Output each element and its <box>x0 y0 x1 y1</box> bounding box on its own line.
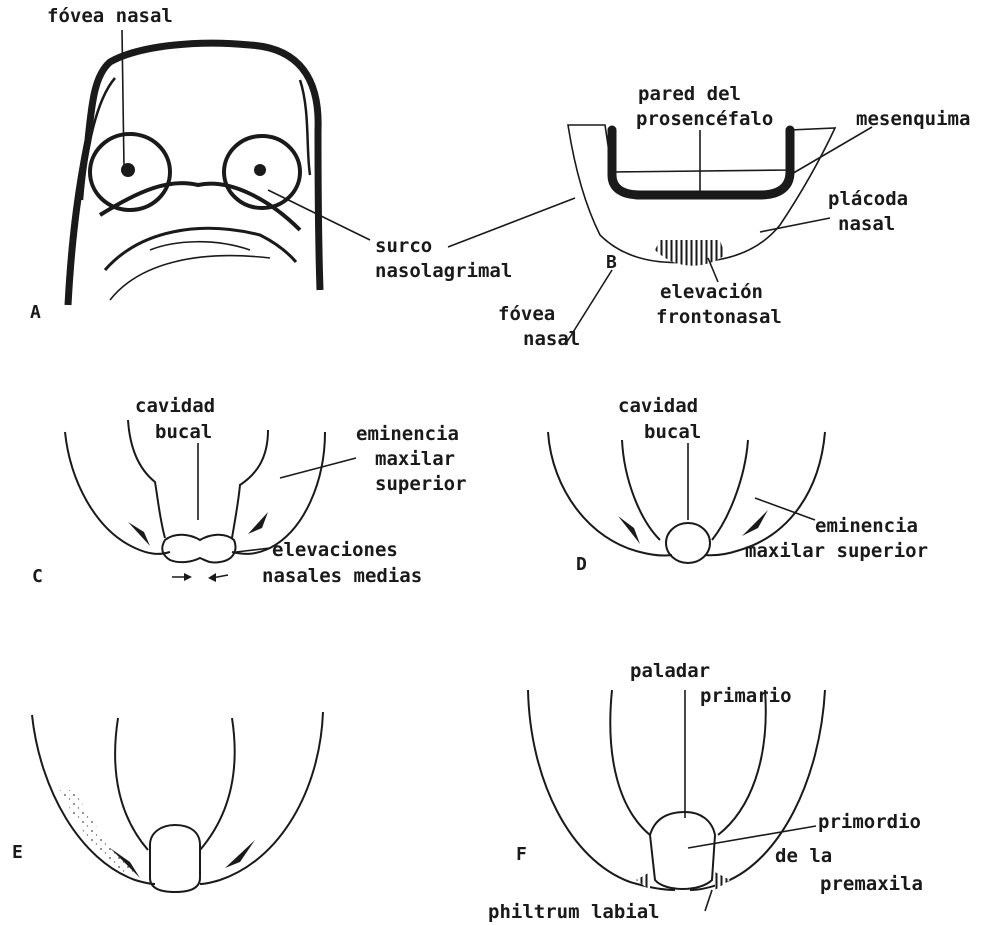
label-elevacion-1: elevación <box>660 281 763 303</box>
panel-e-outline <box>32 712 323 892</box>
e-outer-right <box>200 712 323 884</box>
median-nasal-d <box>666 523 710 563</box>
label-paladar-1: paladar <box>630 660 710 682</box>
panel-label-e: E <box>12 842 23 863</box>
label-placoda-2: nasal <box>838 213 895 235</box>
arrow-c-right <box>248 512 268 534</box>
label-elevaciones-1: elevaciones <box>272 539 398 561</box>
label-mesenquima: mesenquima <box>856 108 970 130</box>
f-inner-left <box>610 690 650 835</box>
label-philtrum: philtrum labial <box>488 901 660 923</box>
label-primordio-2: de la <box>775 845 832 867</box>
label-fovea-b-1: fóvea <box>498 303 555 325</box>
label-elevacion-2: frontonasal <box>656 306 782 328</box>
label-cavidad-d-2: bucal <box>644 421 701 443</box>
label-cavidad-d-1: cavidad <box>618 395 698 417</box>
panel-b-section <box>568 125 835 266</box>
label-primordio-3: premaxila <box>820 873 923 895</box>
leader-eminencia-c <box>280 458 356 478</box>
stomodeum-lower <box>105 228 296 270</box>
d-outer-right <box>705 432 825 555</box>
label-elevaciones-2: nasales medias <box>262 565 422 587</box>
d-inner-right <box>712 440 748 540</box>
label-placoda-1: plácoda <box>828 188 908 210</box>
panel-label-c: C <box>32 566 43 587</box>
nasal-pit-left <box>121 163 135 177</box>
f-inner-right <box>718 690 766 835</box>
leader-philtrum <box>705 890 712 911</box>
leader-placoda <box>760 218 830 232</box>
label-surco-1: surco <box>375 235 432 257</box>
e-inner-left <box>115 718 148 850</box>
label-surco-2: nasolagrimal <box>375 260 512 282</box>
e-outer-left <box>32 715 155 884</box>
label-primordio-1: primordio <box>818 811 921 833</box>
arrow-d-right <box>742 510 768 536</box>
label-eminencia-c-2: maxilar <box>375 448 455 470</box>
arrow-c-left <box>128 522 150 546</box>
label-cavidad-c-1: cavidad <box>135 395 215 417</box>
label-eminencia-d-1: eminencia <box>815 515 918 537</box>
label-cavidad-c-2: bucal <box>155 421 212 443</box>
label-eminencia-c-1: eminencia <box>356 423 459 445</box>
leader-mesenquima <box>790 127 872 175</box>
leader-surco-b <box>448 198 575 247</box>
frontonasal-edge <box>100 183 300 230</box>
panel-label-b: B <box>606 252 617 273</box>
c-outer-left <box>65 432 170 554</box>
d-outer-left <box>548 432 672 556</box>
e-inner-right <box>200 718 235 850</box>
panel-label-a: A <box>30 302 41 323</box>
forebrain-wall <box>612 130 790 195</box>
head-outline <box>68 43 320 305</box>
panel-label-d: D <box>576 554 587 575</box>
label-paladar-2: primario <box>700 685 792 707</box>
label-pared-2: prosencéfalo <box>636 108 773 130</box>
median-nasal-e <box>150 825 200 892</box>
label-fovea-b-2: nasal <box>523 328 580 350</box>
arrow-d-left <box>618 516 640 544</box>
median-nasal-elevations <box>162 535 235 563</box>
label-eminencia-c-3: superior <box>375 473 467 495</box>
label-eminencia-d-2: maxilar superior <box>745 540 928 562</box>
nasal-pit-right <box>254 164 266 176</box>
panel-a-embryo-face <box>68 43 320 305</box>
c-outer-right <box>232 432 325 554</box>
panel-label-f: F <box>516 844 527 865</box>
label-pared-1: pared del <box>638 83 741 105</box>
leader-fovea-a <box>122 30 124 168</box>
label-fovea-nasal-a: fóvea nasal <box>47 5 173 27</box>
premaxilla-primordium <box>650 812 715 889</box>
